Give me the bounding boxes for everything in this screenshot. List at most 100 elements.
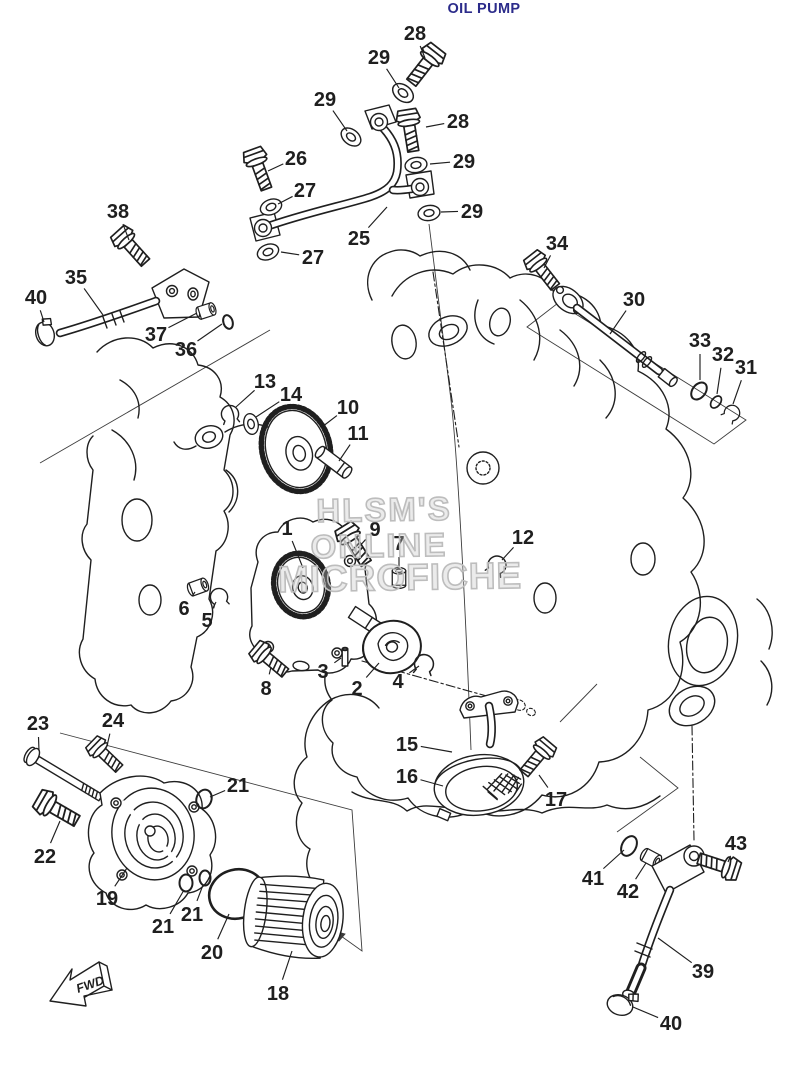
callout-5: 5 <box>201 610 212 632</box>
callout-7: 7 <box>393 533 404 555</box>
gear-pin <box>314 445 353 479</box>
callout-10: 10 <box>337 397 359 419</box>
leader-line-38 <box>122 223 130 241</box>
leader-line-39 <box>657 937 693 964</box>
callout-6: 6 <box>178 598 189 620</box>
leader-line-30 <box>609 310 627 335</box>
hose-clamp-cap <box>34 317 56 347</box>
callout-37: 37 <box>145 324 167 346</box>
callout-11: 11 <box>347 423 368 445</box>
leader-line-10 <box>321 415 338 428</box>
callout-35: 35 <box>65 267 87 289</box>
callout-13: 13 <box>254 371 276 393</box>
leader-line-32 <box>716 367 722 395</box>
leader-line-2 <box>365 662 380 678</box>
part-oil-delivery-pipe <box>249 104 435 242</box>
dowel-pin <box>341 646 349 667</box>
leader-line-13 <box>235 389 255 408</box>
callout-21: 21 <box>152 916 174 938</box>
leader-line-16 <box>420 779 444 787</box>
callout-24: 24 <box>102 710 125 732</box>
leader-line-28 <box>425 123 445 128</box>
leader-line-37 <box>168 312 198 329</box>
leader-line-21 <box>209 789 226 798</box>
callout-32: 32 <box>712 344 734 366</box>
callout-25: 25 <box>348 228 370 250</box>
callout-20: 20 <box>201 942 223 964</box>
leader-line-40 <box>632 1006 659 1019</box>
long-bolt <box>23 746 104 802</box>
hose-clamp-cap-lower <box>606 992 639 1017</box>
callout-23: 23 <box>27 713 49 735</box>
callout-8: 8 <box>260 678 271 700</box>
callout-38: 38 <box>107 201 129 223</box>
leader-line-15 <box>420 745 453 753</box>
callout-12: 12 <box>512 527 534 549</box>
leader-line-26 <box>267 163 284 172</box>
callout-42: 42 <box>617 881 639 903</box>
leader-line-34 <box>543 255 552 269</box>
watermark-line-3: MICROFICHE <box>277 554 524 601</box>
callout-30: 30 <box>623 289 645 311</box>
strainer-cup <box>433 753 525 822</box>
leader-line-18 <box>281 950 293 980</box>
leader-line-31 <box>732 380 742 405</box>
leader-line-29 <box>332 110 348 132</box>
leader-line-29 <box>440 210 459 213</box>
leader-line-17 <box>538 774 549 788</box>
callout-22: 22 <box>34 846 56 868</box>
callout-3: 3 <box>317 661 328 683</box>
callout-34: 34 <box>546 233 569 255</box>
callout-28: 28 <box>447 111 469 133</box>
callout-33: 33 <box>689 330 711 352</box>
fwd-arrow: FWD <box>49 961 113 1007</box>
watermark-line-1: HLSM'S <box>315 489 453 530</box>
leader-line-35 <box>83 288 104 316</box>
leader-line-21 <box>169 889 185 915</box>
leader-line-29 <box>429 161 451 165</box>
leader-line-24 <box>106 733 111 747</box>
leader-line-25 <box>367 206 388 228</box>
callout-4: 4 <box>392 671 404 693</box>
callout-1: 1 <box>281 518 292 540</box>
leader-line-1 <box>291 540 304 569</box>
leader-line-3 <box>334 657 342 664</box>
pump-rotor <box>362 619 422 675</box>
callout-21: 21 <box>227 775 249 797</box>
callout-29: 29 <box>368 47 390 69</box>
callout-29: 29 <box>314 89 336 111</box>
callout-9: 9 <box>369 519 380 541</box>
callout-31: 31 <box>735 357 757 379</box>
callout-19: 19 <box>96 888 118 910</box>
leader-line-27 <box>280 251 300 256</box>
callout-15: 15 <box>396 734 418 756</box>
callout-27: 27 <box>294 180 316 202</box>
leader-line-43 <box>727 855 732 863</box>
callout-36: 36 <box>175 339 197 361</box>
callout-2: 2 <box>351 678 362 700</box>
callout-39: 39 <box>692 961 714 983</box>
leader-line-42 <box>635 862 647 880</box>
leader-line-28 <box>419 45 426 59</box>
leader-line-40 <box>39 310 45 323</box>
part-oil-pump-assembly <box>185 517 536 717</box>
callout-17: 17 <box>545 789 567 811</box>
part-pump-cover-group <box>23 733 344 960</box>
callout-41: 41 <box>582 868 604 890</box>
callout-28: 28 <box>404 23 426 45</box>
leader-line-9 <box>357 539 367 549</box>
part-breather-hose-group <box>606 835 744 1017</box>
callout-14: 14 <box>280 384 303 406</box>
leader-line-21 <box>196 884 204 902</box>
pump-drive-gear <box>258 403 334 495</box>
pump-gear <box>270 550 332 620</box>
part-oil-strainer-group <box>433 690 560 822</box>
callout-29: 29 <box>461 201 483 223</box>
part-left-oil-hose-group <box>34 222 234 347</box>
leader-line-41 <box>603 849 625 870</box>
callout-21: 21 <box>181 904 203 926</box>
callout-27: 27 <box>302 247 324 269</box>
